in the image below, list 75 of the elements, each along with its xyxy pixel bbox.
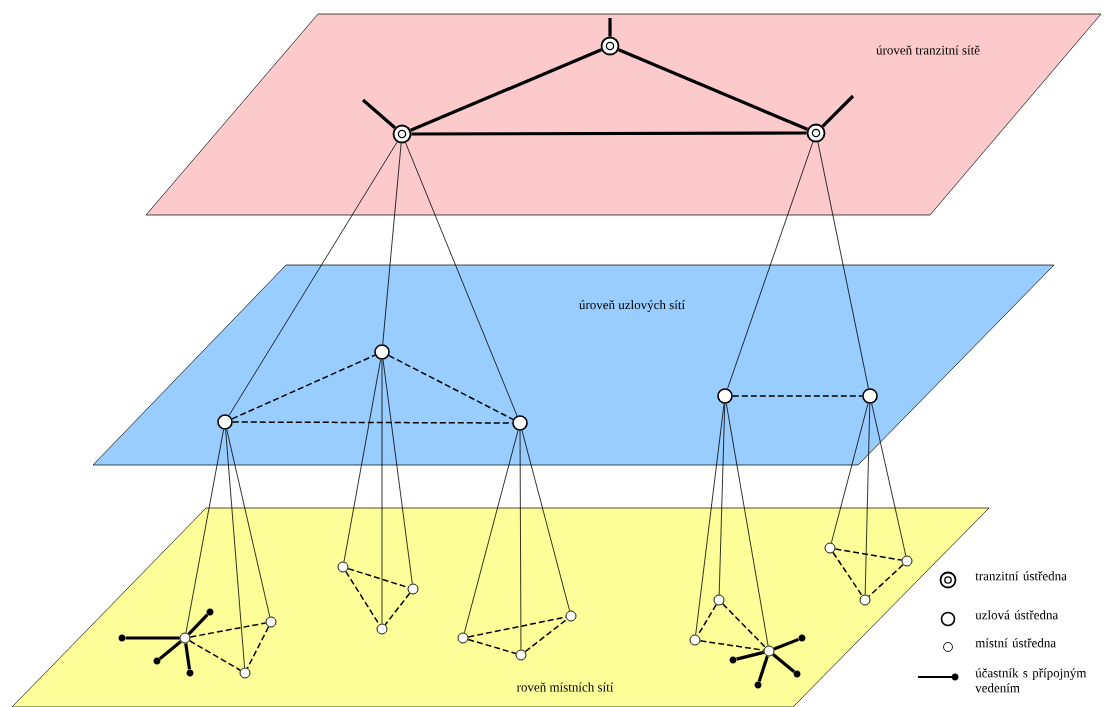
connection-line [184, 643, 192, 670]
plane: úroveň uzlových sítí [92, 264, 1055, 466]
nodal-exchange-symbol [862, 388, 878, 404]
connection-line [868, 563, 904, 598]
connection-line [467, 616, 567, 638]
nodal-exchange-symbol [512, 415, 528, 431]
connection-line [384, 592, 411, 626]
connection-line [831, 403, 869, 544]
connection-line [411, 131, 807, 136]
connection-line [699, 640, 765, 651]
connection-line [773, 637, 800, 651]
local-exchange-symbol [407, 583, 419, 595]
connection-line [736, 650, 765, 661]
local-exchange-symbol [689, 634, 701, 646]
connection-line [519, 430, 522, 650]
connection-line [832, 551, 863, 597]
connection-line [410, 48, 602, 132]
nodal-exchange-symbol [717, 388, 733, 404]
connection-line [464, 430, 519, 634]
local-exchange-symbol [824, 542, 836, 554]
local-exchange-symbol [179, 632, 191, 644]
trunk-stub [608, 18, 612, 37]
connection-line [158, 640, 182, 660]
transit-exchange-symbol [392, 124, 412, 144]
connection-line [524, 618, 568, 653]
local-exchange-symbol [515, 649, 527, 661]
trunk-stub [361, 98, 396, 130]
nodal-exchange-symbol [374, 344, 390, 360]
connection-line [226, 429, 271, 618]
connection-line [185, 429, 224, 634]
connection-line [388, 354, 514, 421]
local-exchange-symbol [901, 555, 913, 567]
connection-line [871, 403, 907, 557]
connection-line [521, 430, 570, 612]
transit-exchange-symbol [806, 123, 826, 143]
connection-line [757, 655, 769, 682]
trunk-stub [821, 94, 855, 128]
connection-line [246, 626, 270, 669]
connection-line [225, 429, 245, 668]
connection-line [188, 640, 242, 671]
nodal-exchange-symbol [217, 414, 233, 430]
connection-line [817, 141, 869, 389]
connection-line [405, 142, 518, 417]
connection-line [772, 653, 796, 673]
local-exchange-symbol [565, 610, 577, 622]
connection-line [381, 359, 383, 624]
connection-line [345, 570, 380, 626]
connection-line [722, 603, 766, 648]
connection-line [228, 141, 398, 416]
connection-line [618, 48, 808, 131]
transit-exchange-symbol [600, 36, 620, 56]
connection-line [467, 638, 517, 655]
local-exchange-symbol [859, 594, 871, 606]
local-exchange-symbol [713, 594, 725, 606]
connection-line [125, 636, 180, 640]
connection-line [382, 359, 413, 584]
connection-line [695, 403, 725, 635]
connection-line [725, 403, 769, 647]
connection-line [718, 403, 726, 595]
local-exchange-symbol [457, 632, 469, 644]
connection-line [187, 613, 209, 636]
connection-line [727, 141, 814, 390]
connection-line [189, 622, 267, 638]
connection-line [343, 359, 381, 563]
connection-line [834, 548, 903, 561]
connection-line [231, 354, 376, 420]
local-exchange-symbol [376, 623, 388, 635]
connection-line [864, 403, 871, 595]
local-exchange-symbol [337, 561, 349, 573]
connection-line [732, 395, 863, 397]
local-exchange-symbol [265, 616, 277, 628]
connection-line [382, 142, 402, 345]
plane: úroveň tranzitní sítě [145, 13, 1102, 216]
local-exchange-symbol [763, 645, 775, 657]
local-exchange-symbol [239, 667, 251, 679]
